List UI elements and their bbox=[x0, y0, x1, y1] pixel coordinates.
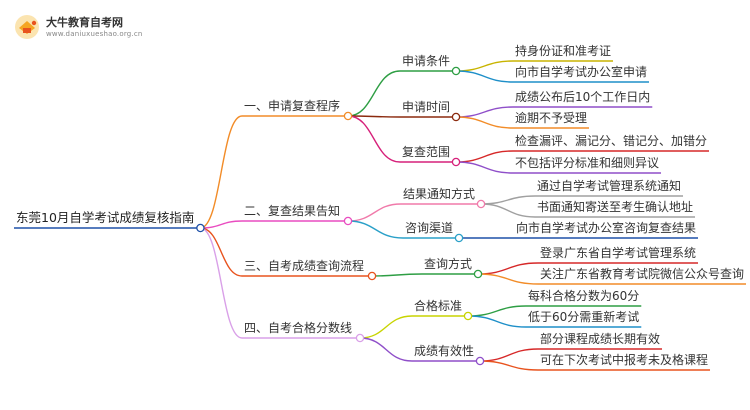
branch-1-sub-3-connector bbox=[347, 115, 401, 163]
branch-1-sub-2-leaf-2: 逾期不予受理 bbox=[515, 111, 588, 125]
branch-4-sub-2-connector bbox=[360, 337, 413, 362]
branch-4-connector bbox=[200, 227, 243, 339]
branch-1-sub-1-connector bbox=[347, 70, 401, 117]
branch-4-sub-1: 合格标准 bbox=[414, 299, 463, 313]
branch-2-sub-1-node-dot bbox=[476, 199, 486, 209]
branch-3-node-dot bbox=[367, 271, 377, 281]
branch-1-sub-3-leaf-2-connector bbox=[456, 161, 514, 174]
branch-4-node-dot bbox=[355, 333, 365, 343]
branch-3-connector bbox=[200, 227, 243, 277]
branch-1-node-dot bbox=[343, 111, 353, 121]
branch-2-sub-2-node-dot bbox=[454, 233, 464, 243]
branch-1-sub-3-node-dot bbox=[451, 157, 461, 167]
branch-2-title: 二、复查结果告知 bbox=[244, 204, 341, 218]
site-logo: 大牛教育自考网 www.daniuxueshao.org.cn bbox=[14, 14, 143, 40]
branch-1-sub-2-leaf-1-connector bbox=[456, 106, 514, 118]
branch-1-sub-1-node-dot bbox=[451, 66, 461, 76]
branch-3-sub-1-leaf-2: 关注广东省教育考试院微信公众号查询 bbox=[540, 267, 745, 281]
branch-1-sub-3-leaf-1-connector bbox=[456, 150, 514, 163]
branch-2-sub-1-leaf-1: 通过自学考试管理系统通知 bbox=[537, 179, 682, 193]
branch-1-sub-3-leaf-2: 不包括评分标准和细则异议 bbox=[515, 156, 660, 170]
branch-1-sub-1-leaf-1-connector bbox=[456, 60, 514, 72]
root-topic: 东莞10月自学考试成绩复核指南 bbox=[16, 210, 195, 225]
branch-1-sub-2: 申请时间 bbox=[402, 100, 451, 114]
branch-1-sub-3: 复查范围 bbox=[402, 145, 451, 159]
branch-3-sub-1-connector bbox=[372, 273, 423, 277]
graduation-cap-icon bbox=[15, 15, 39, 39]
branch-1-sub-1-leaf-2: 向市自学考试办公室申请 bbox=[515, 65, 648, 79]
branch-2-sub-2: 咨询渠道 bbox=[405, 221, 454, 235]
branch-2-connector bbox=[200, 220, 243, 229]
branch-1-title: 一、申请复查程序 bbox=[244, 99, 341, 113]
branch-3-sub-1: 查询方式 bbox=[424, 257, 473, 271]
branch-4-sub-2-leaf-1-connector bbox=[480, 348, 539, 362]
branch-4-sub-1-leaf-2-connector bbox=[468, 315, 527, 328]
site-name: 大牛教育自考网 bbox=[46, 15, 123, 29]
branch-2-node-dot bbox=[343, 216, 353, 226]
site-url: www.daniuxueshao.org.cn bbox=[46, 29, 143, 38]
root-node-dot bbox=[196, 223, 205, 233]
branch-4-sub-2-node-dot bbox=[475, 356, 485, 366]
branch-2-sub-2-connector bbox=[348, 220, 404, 239]
branch-3-sub-1-node-dot bbox=[473, 269, 483, 279]
branch-4-sub-1-leaf-2: 低于60分需重新考试 bbox=[528, 310, 640, 324]
branch-1-sub-1-leaf-2-connector bbox=[456, 70, 514, 83]
branch-4-sub-1-leaf-1-connector bbox=[468, 305, 527, 317]
branch-2-sub-1-connector bbox=[348, 203, 402, 222]
branch-3-sub-1-leaf-2-connector bbox=[478, 273, 539, 285]
branch-1-sub-2-leaf-2-connector bbox=[456, 116, 514, 129]
branch-2-sub-1-leaf-2: 书面通知寄送至考生确认地址 bbox=[537, 200, 694, 214]
branch-4-sub-1-leaf-1: 每科合格分数为60分 bbox=[528, 289, 640, 303]
branch-2-sub-2-leaf-1: 向市自学考试办公室咨询复查结果 bbox=[516, 221, 697, 235]
branch-2-sub-1: 结果通知方式 bbox=[403, 187, 476, 201]
branch-4-sub-1-connector bbox=[360, 315, 413, 339]
branch-3-title: 三、自考成绩查询流程 bbox=[244, 259, 365, 273]
branch-3-sub-1-leaf-1-connector bbox=[478, 262, 539, 275]
branch-1-sub-1-leaf-1: 持身份证和准考证 bbox=[515, 44, 612, 58]
branch-4-sub-1-node-dot bbox=[463, 311, 473, 321]
branch-2-sub-1-leaf-2-connector bbox=[481, 203, 536, 218]
branch-1-sub-2-connector bbox=[348, 115, 401, 118]
branch-4-sub-2: 成绩有效性 bbox=[414, 344, 475, 358]
branch-1-connector bbox=[200, 115, 243, 229]
branch-1-sub-1: 申请条件 bbox=[402, 54, 451, 68]
branch-4-sub-2-leaf-1: 部分课程成绩长期有效 bbox=[540, 332, 661, 346]
branch-4-title: 四、自考合格分数线 bbox=[244, 321, 353, 335]
branch-2-sub-1-leaf-1-connector bbox=[481, 195, 536, 205]
branch-1-sub-2-leaf-1: 成绩公布后10个工作日内 bbox=[515, 90, 651, 104]
branch-3-sub-1-leaf-1: 登录广东省自学考试管理系统 bbox=[540, 246, 697, 260]
branch-4-sub-2-leaf-2-connector bbox=[480, 360, 539, 371]
branch-1-sub-2-node-dot bbox=[451, 112, 461, 122]
branch-4-sub-2-leaf-2: 可在下次考试中报考未及格课程 bbox=[540, 353, 709, 367]
branch-1-sub-3-leaf-1: 检查漏评、漏记分、错记分、加错分 bbox=[515, 134, 708, 148]
